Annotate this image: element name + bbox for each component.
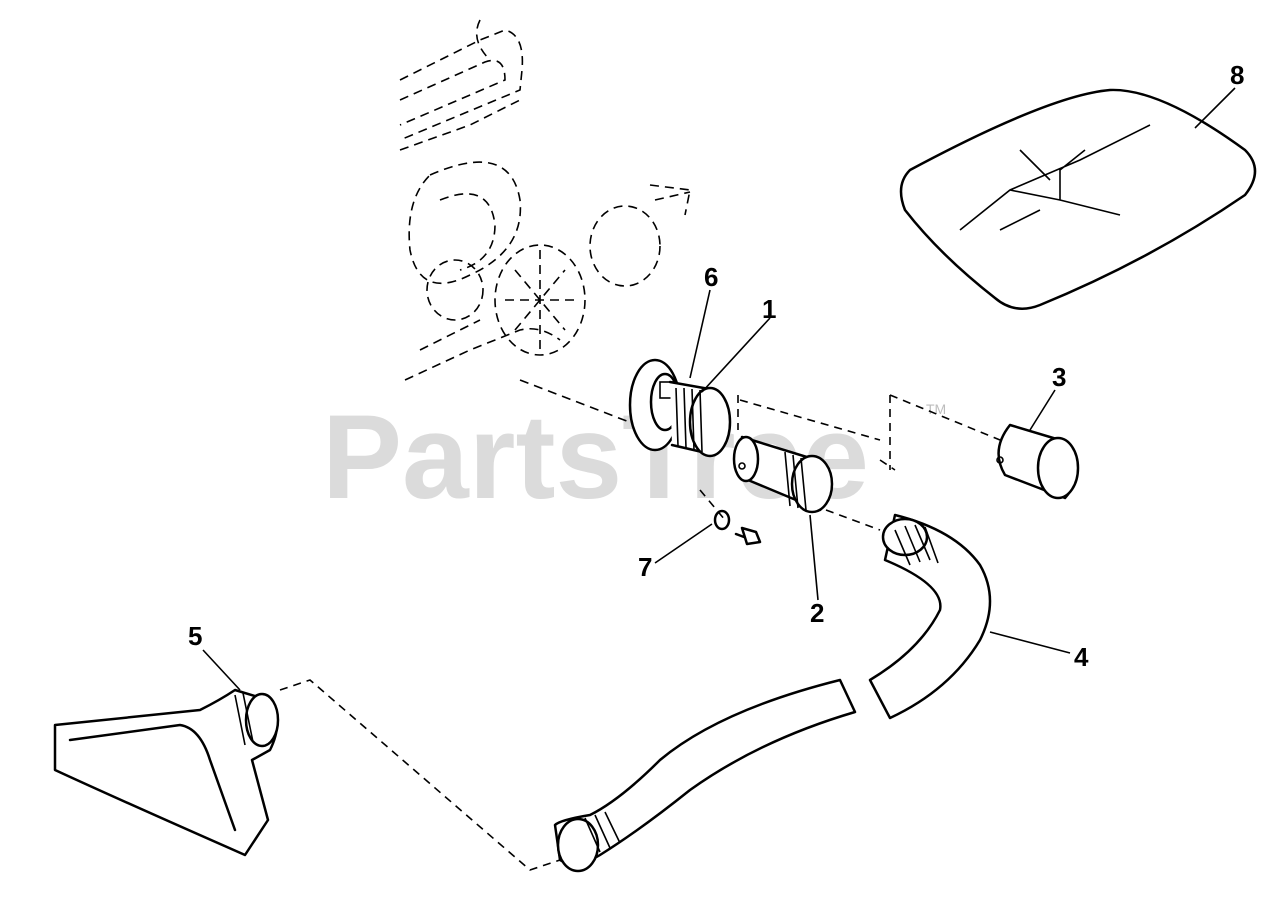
part-1-adapter[interactable] — [668, 380, 732, 458]
part-3-cap[interactable] — [996, 423, 1080, 500]
part-4-hose[interactable] — [553, 513, 992, 873]
callout-labels: 1 2 3 4 5 6 7 8 — [188, 60, 1244, 672]
part-7-screw-washer[interactable] — [713, 509, 762, 546]
callout-8: 8 — [1230, 60, 1244, 90]
callout-1: 1 — [762, 294, 776, 324]
callout-7: 7 — [638, 552, 652, 582]
part-5-nozzle[interactable] — [53, 688, 280, 857]
callout-5: 5 — [188, 621, 202, 651]
part-8-cover-plate[interactable] — [899, 88, 1257, 310]
callout-2: 2 — [810, 598, 824, 628]
watermark-trademark: TM — [926, 401, 946, 417]
callout-6: 6 — [704, 262, 718, 292]
callout-4: 4 — [1074, 642, 1089, 672]
assembly-dashed-lines — [279, 394, 1001, 871]
ghost-machine-outline — [399, 19, 691, 431]
leader-lines — [202, 87, 1236, 691]
callout-3: 3 — [1052, 362, 1066, 392]
part-2-tube[interactable] — [732, 435, 834, 514]
